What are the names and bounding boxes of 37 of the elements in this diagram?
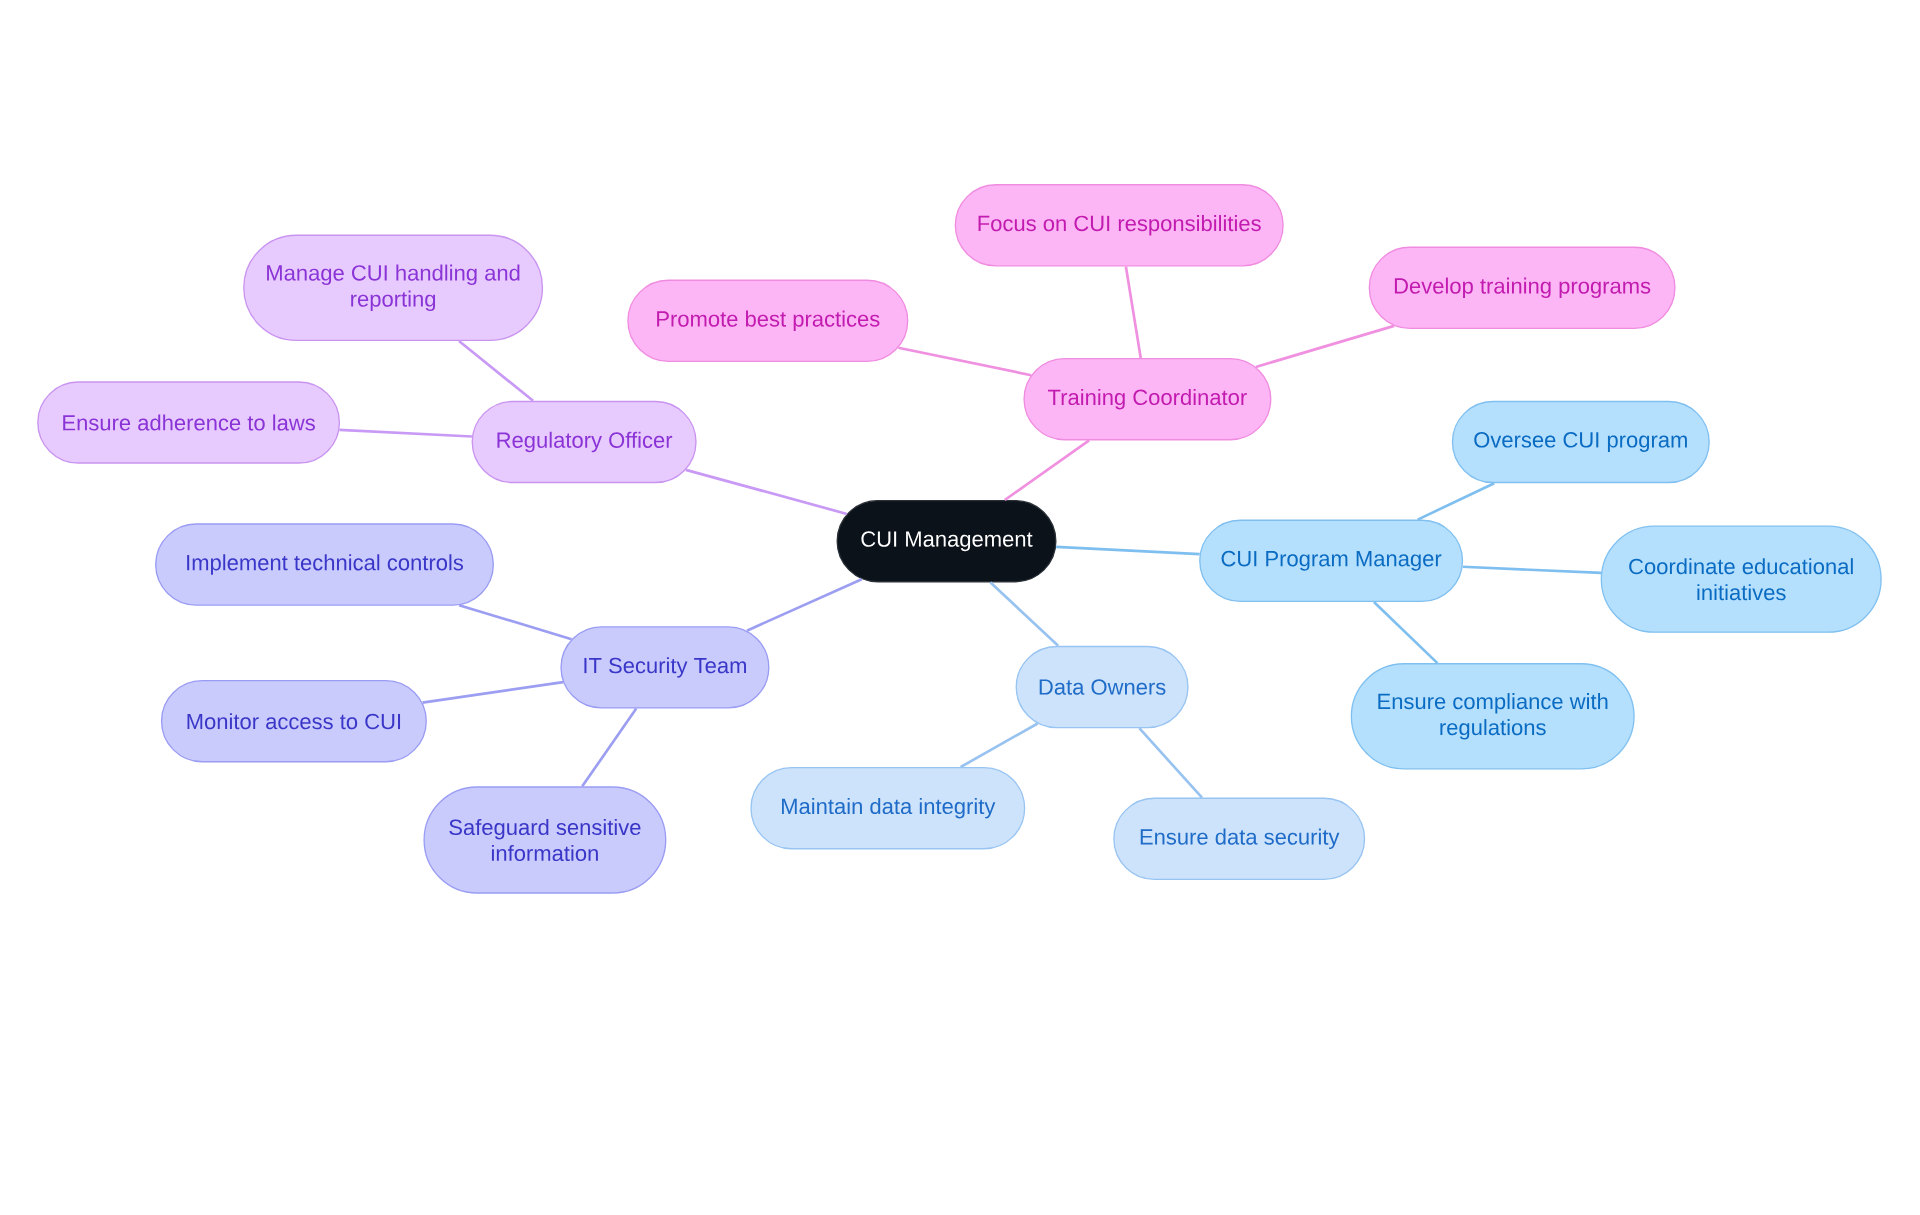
subtopic-node: Ensure adherence to laws — [37, 381, 341, 464]
subtopic-node: Manage CUI handling and reporting — [243, 234, 544, 341]
subtopic-node: Coordinate educational initiatives — [1600, 525, 1882, 633]
subtopic-node: Focus on CUI responsibilities — [954, 184, 1284, 267]
topic-node: Regulatory Officer — [471, 400, 697, 484]
connector-line — [339, 428, 472, 438]
subtopic-node: Develop training programs — [1368, 246, 1676, 329]
topic-node: Training Coordinator — [1023, 358, 1272, 441]
connector-line — [685, 468, 848, 516]
topic-node: IT Security Team — [560, 626, 770, 709]
central-node: CUI Management — [836, 500, 1057, 583]
connector-line — [1255, 324, 1395, 369]
connector-line — [581, 707, 638, 788]
connector-line — [1373, 601, 1439, 665]
connector-line — [1417, 482, 1495, 521]
connector-line — [1056, 545, 1200, 556]
topic-node: Data Owners — [1015, 645, 1189, 729]
connector-line — [422, 680, 564, 704]
connector-line — [458, 603, 572, 641]
subtopic-node: Implement technical controls — [155, 523, 494, 606]
subtopic-node: Safeguard sensitive information — [423, 786, 667, 894]
connector-line — [960, 722, 1039, 769]
subtopic-node: Ensure compliance with regulations — [1350, 663, 1635, 770]
connector-line — [458, 339, 534, 402]
subtopic-node: Maintain data integrity — [750, 767, 1026, 850]
subtopic-node: Ensure data security — [1113, 797, 1366, 880]
connector-line — [1138, 727, 1203, 799]
connector-line — [746, 577, 863, 632]
connector-line — [1004, 439, 1090, 502]
connector-line — [1124, 266, 1143, 359]
subtopic-node: Promote best practices — [627, 279, 909, 362]
topic-node: CUI Program Manager — [1199, 519, 1464, 602]
connector-line — [989, 581, 1060, 647]
subtopic-node: Monitor access to CUI — [160, 680, 427, 763]
subtopic-node: Oversee CUI program — [1451, 400, 1710, 484]
connector-line — [1462, 565, 1602, 575]
connector-line — [898, 346, 1032, 377]
